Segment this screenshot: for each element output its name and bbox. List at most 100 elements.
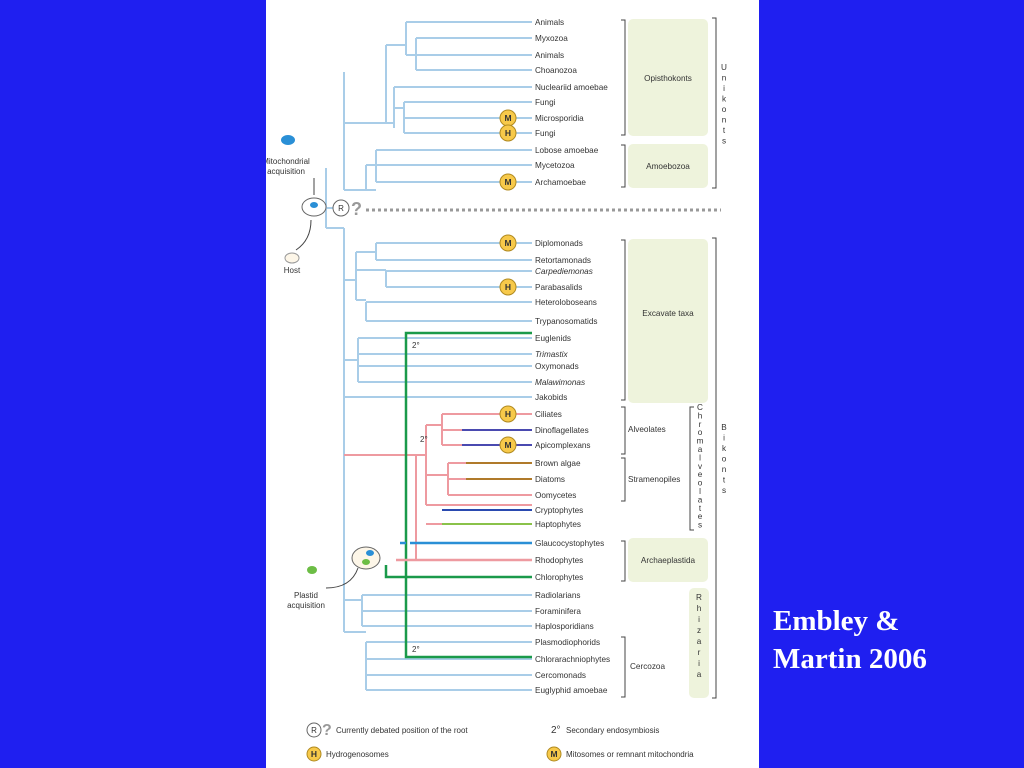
legend-m-icon: [546, 746, 562, 762]
group-box-rhizaria: [689, 588, 709, 698]
citation: Embley & Martin 2006: [773, 602, 1013, 678]
root-label: R: [338, 204, 344, 213]
host-cell-plastid-icon: [351, 546, 381, 570]
secondary-label-chromalveolate: 2°: [420, 435, 428, 444]
group-label-excavate: Excavate taxa: [642, 309, 694, 318]
hydrogenosome-badge-icon: [499, 405, 517, 423]
badge-letter: M: [504, 113, 511, 123]
taxon-label: Retortamonads: [535, 256, 591, 265]
host-arrow: [295, 219, 312, 251]
bracket-unikonts: [712, 17, 717, 189]
legend: R ? Currently debated position of the ro…: [306, 722, 694, 762]
taxon-label: Plasmodiophorids: [535, 638, 600, 647]
taxon-label: Animals: [535, 18, 564, 27]
taxon-label: Fungi: [535, 129, 556, 138]
group-label-stramenopiles: Stramenopiles: [628, 475, 680, 484]
legend-h-symbol: H: [311, 749, 317, 759]
mito-line2: acquisition: [267, 167, 305, 176]
mitosome-badge-icon: [499, 173, 517, 191]
plastid-tips: [442, 429, 532, 525]
hydrogenosome-badge-icon: [499, 278, 517, 296]
taxon-label: Trypanosomatids: [535, 317, 598, 326]
taxa-labels: AnimalsMyxozoaAnimalsChoanozoaNucleariid…: [535, 18, 610, 695]
badge-letter: M: [504, 440, 511, 450]
group-label-opisthokonts: Opisthokonts: [644, 74, 692, 83]
bracket-bikonts: [712, 237, 717, 699]
group-box-amoebozoa: [628, 144, 708, 188]
badge-letter: M: [504, 238, 511, 248]
taxon-label: Archamoebae: [535, 178, 586, 187]
chromalveolate-branches: [344, 413, 532, 561]
taxon-label: Lobose amoebae: [535, 146, 599, 155]
mitosome-badge-icon: [499, 234, 517, 252]
taxon-label: Oomycetes: [535, 491, 576, 500]
taxon-label: Choanozoa: [535, 66, 577, 75]
brackets: [621, 17, 717, 699]
bracket-excavate: [621, 239, 626, 401]
host-cell-icon: [284, 252, 300, 264]
taxon-label: Apicomplexans: [535, 441, 591, 450]
legend-secondary-desc: Secondary endosymbiosis: [566, 726, 659, 735]
taxon-label: Chlorophytes: [535, 573, 583, 582]
bracket-chromalveolates: [689, 406, 694, 531]
taxon-label: Parabasalids: [535, 283, 582, 292]
engulfed-mito-icon: [310, 202, 318, 208]
badge-letter: H: [505, 409, 511, 419]
group-box-excavate: [628, 239, 708, 403]
plastid-line2: acquisition: [287, 601, 325, 610]
taxon-label: Brown algae: [535, 459, 581, 468]
taxon-label: Mycetozoa: [535, 161, 575, 170]
taxon-label: Chlorarachniophytes: [535, 655, 610, 664]
taxon-label: Diatoms: [535, 475, 565, 484]
taxon-label: Euglenids: [535, 334, 571, 343]
group-label-amoebozoa: Amoebozoa: [646, 162, 690, 171]
citation-line1: Embley &: [773, 605, 900, 637]
plastid-icon: [307, 566, 317, 574]
taxon-label: Microsporidia: [535, 114, 584, 123]
taxon-label: Carpediemonas: [535, 267, 593, 276]
taxon-label: Malawimonas: [535, 378, 585, 387]
hydrogenosome-badge-icon: [499, 124, 517, 142]
plastid-mito-icon: [366, 550, 374, 556]
green-secondary-lines: [384, 331, 532, 659]
secondary-label-chlorarachniophyte: 2°: [412, 645, 420, 654]
taxon-label: Cercomonads: [535, 671, 586, 680]
mitosome-badge-icon: [499, 436, 517, 454]
legend-h-icon: [306, 746, 322, 762]
legend-root-symbol: R: [311, 726, 317, 735]
taxon-label: Fungi: [535, 98, 556, 107]
bracket-archaeplastida: [621, 540, 626, 582]
plastid-inner-icon: [362, 559, 370, 565]
root-marker: [332, 199, 350, 217]
group-label-archaeplastida: Archaeplastida: [641, 556, 696, 565]
taxon-label: Ciliates: [535, 410, 562, 419]
group-boxes: [628, 19, 709, 698]
archaeplastida-lines: [396, 541, 532, 562]
legend-m-desc: Mitosomes or remnant mitochondria: [566, 750, 694, 759]
taxon-label: Glaucocystophytes: [535, 539, 604, 548]
taxon-label: Heteroloboseans: [535, 298, 597, 307]
tree-branches: [325, 21, 532, 691]
taxon-label: Cryptophytes: [535, 506, 583, 515]
badge-letter: H: [505, 128, 511, 138]
taxon-label: Dinoflagellates: [535, 426, 589, 435]
taxon-label: Rhodophytes: [535, 556, 583, 565]
legend-secondary-symbol: 2°: [551, 725, 561, 736]
badge-letter: H: [505, 282, 511, 292]
taxon-label: Euglyphid amoebae: [535, 686, 608, 695]
group-label-alveolates: Alveolates: [628, 425, 666, 434]
taxon-label: Nucleariid amoebae: [535, 83, 608, 92]
mito-line1: Mitochondrial: [266, 157, 310, 166]
root-question: ?: [351, 199, 362, 219]
taxon-label: Animals: [535, 51, 564, 60]
taxon-label: Radiolarians: [535, 591, 581, 600]
plastid-line1: Plastid: [294, 591, 318, 600]
eukaryote-tree: R ? Mitochondrial acquisition Host Plast…: [266, 17, 727, 762]
taxon-label: Myxozoa: [535, 34, 568, 43]
